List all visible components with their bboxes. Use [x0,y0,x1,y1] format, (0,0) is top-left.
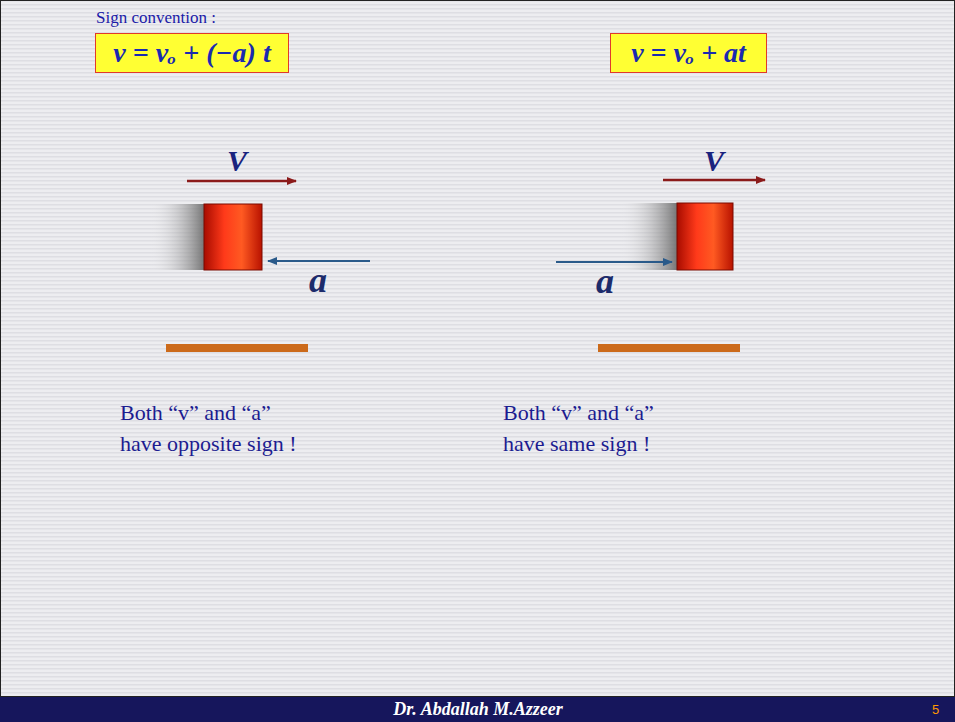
acceleration-arrow [556,261,672,263]
motion-trail [150,204,204,270]
acceleration-label: a [596,263,614,299]
velocity-label: V [227,146,247,176]
acceleration-label: a [309,262,327,298]
formula-box: v = vₒ + (−a) t [95,33,289,73]
moving-block [204,204,262,270]
sign-note: Both “v” and “a” have same sign ! [503,398,693,460]
ground-bar [166,344,308,352]
author-footer: Dr. Abdallah M.Azzeer [393,700,562,718]
sign-note: Both “v” and “a” have opposite sign ! [120,398,310,460]
formula-text: v = vₒ + at [631,38,746,69]
footer-bar [0,697,955,722]
formula-text: v = vₒ + (−a) t [113,38,270,69]
slide-border [1,1,955,697]
ground-bar [598,344,740,352]
velocity-arrow [663,179,765,182]
moving-block [677,203,733,270]
velocity-label: V [704,146,724,176]
velocity-arrow [187,180,296,183]
slide-title: Sign convention : [96,9,216,26]
page-number: 5 [932,703,939,716]
formula-box: v = vₒ + at [610,33,767,73]
motion-trail [620,203,677,270]
background [0,0,955,697]
